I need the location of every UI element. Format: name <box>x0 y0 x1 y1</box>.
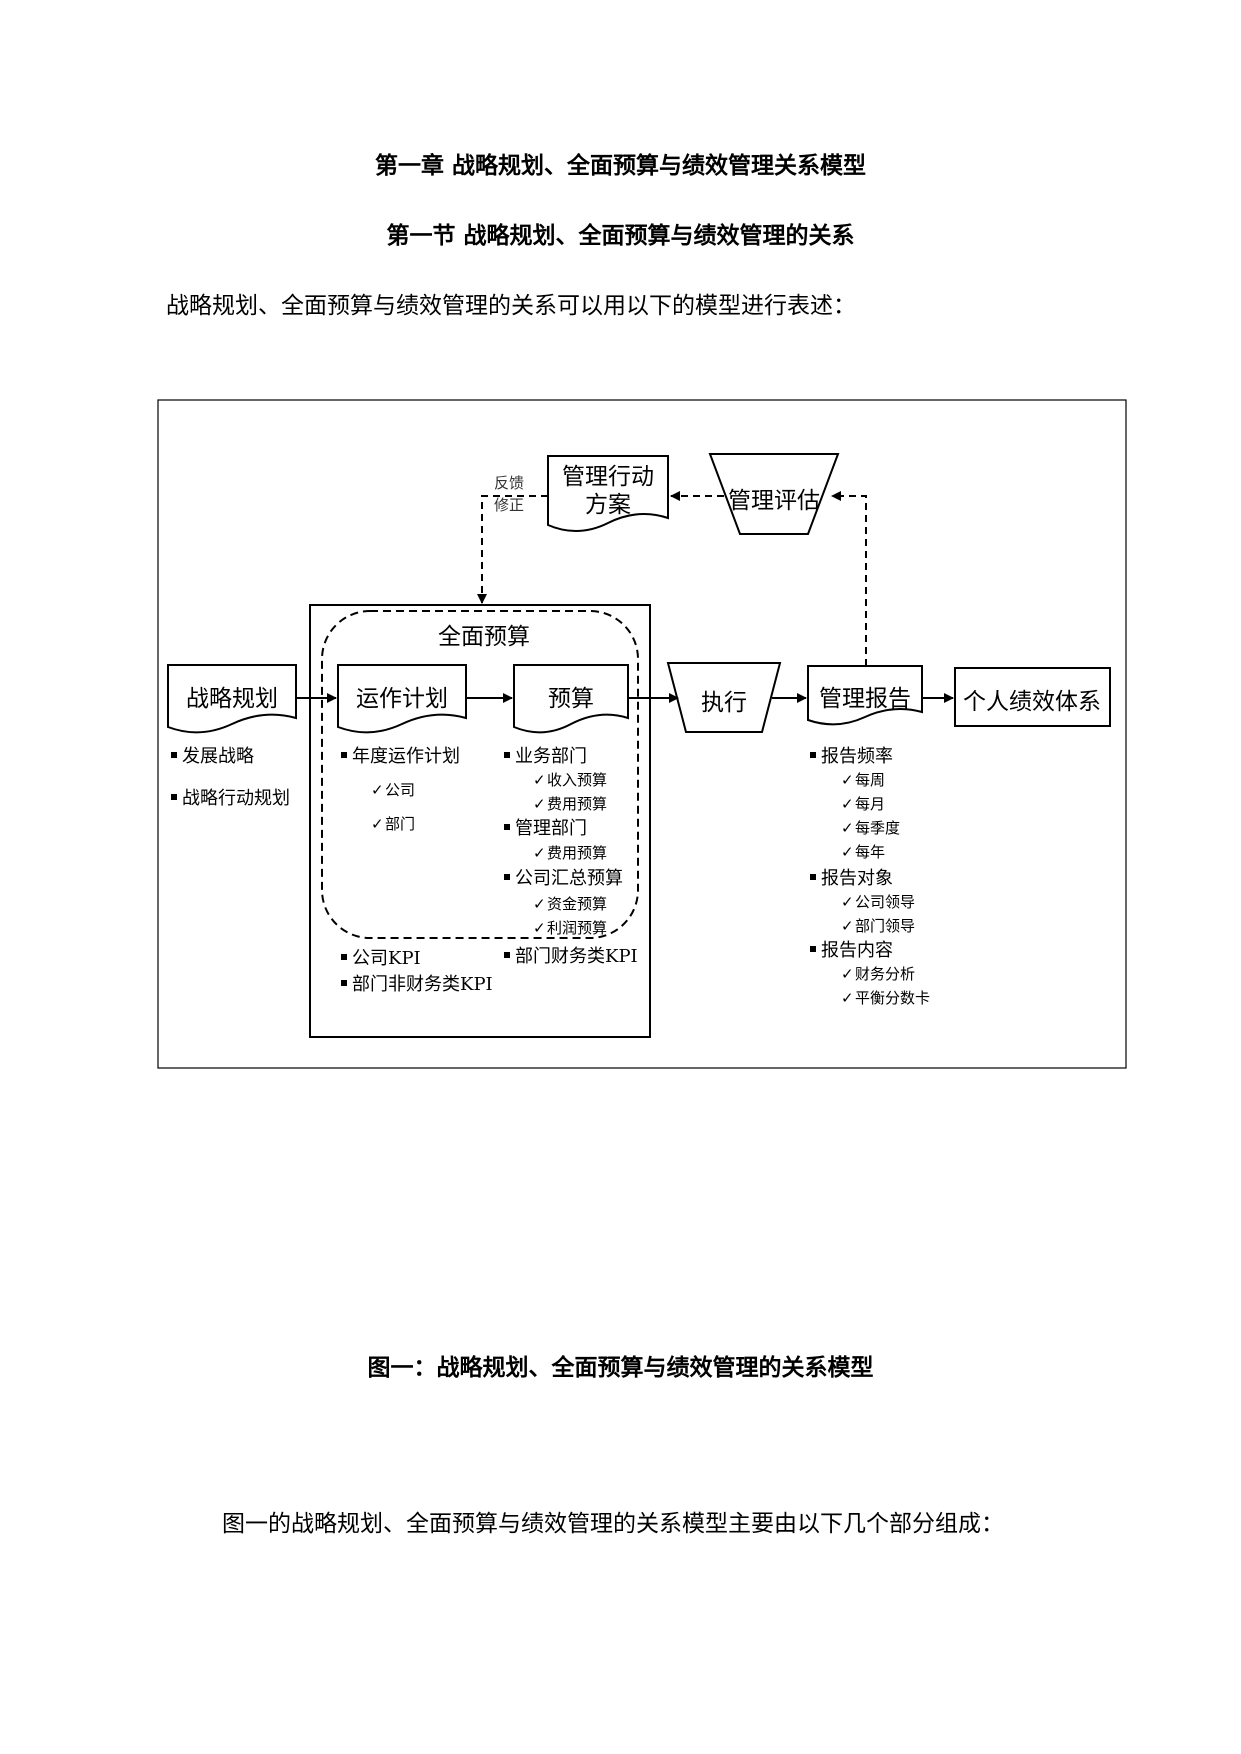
evaluation-shape <box>708 453 840 535</box>
strategy-shape <box>167 664 297 734</box>
check-icon: ✓ <box>371 815 384 833</box>
budget-item: 管理部门 <box>515 818 587 839</box>
bullet-icon <box>810 946 816 952</box>
section-title: 第一节 战略规划、全面预算与绩效管理的关系 <box>386 223 855 249</box>
strategy-item: 战略行动规划 <box>182 788 290 809</box>
check-icon: ✓ <box>841 917 854 935</box>
operation-plan-label: 运作计划 <box>356 686 448 712</box>
budget-container <box>309 604 651 1038</box>
feedback-line1: 反馈 <box>494 474 524 492</box>
report-sub-item: 公司领导 <box>855 893 915 911</box>
report-shape <box>807 665 923 726</box>
report-item: 报告对象 <box>821 868 893 889</box>
diagram-frame <box>157 399 1127 1069</box>
bullet-icon <box>810 752 816 758</box>
strategy-item: 发展战略 <box>182 746 254 767</box>
report-to-eval-arrow <box>831 491 867 666</box>
operation-item: 年度运作计划 <box>352 746 460 767</box>
check-icon: ✓ <box>371 781 384 799</box>
execute-label: 执行 <box>701 690 747 716</box>
report-sub-item: 平衡分数卡 <box>855 989 930 1007</box>
check-icon: ✓ <box>533 771 546 789</box>
report-label: 管理报告 <box>819 686 911 712</box>
report-sub-item: 每年 <box>855 843 885 861</box>
budget-total-label: 全面预算 <box>438 624 530 650</box>
feedback-line2: 修正 <box>494 496 524 514</box>
budget-shape <box>513 664 629 734</box>
budget-label: 预算 <box>548 686 594 712</box>
personal-performance-label: 个人绩效体系 <box>963 689 1101 715</box>
action-plan-line2: 方案 <box>585 492 631 518</box>
report-sub-item: 财务分析 <box>855 965 915 983</box>
budget-sub-item: 收入预算 <box>547 771 607 789</box>
operation-sub-item: 部门 <box>385 815 415 833</box>
action-plan-line1: 管理行动 <box>562 464 654 490</box>
budget-item: 公司汇总预算 <box>515 868 623 889</box>
report-sub-item: 每月 <box>855 795 885 813</box>
budget-sub-item: 费用预算 <box>547 844 607 862</box>
bullet-icon <box>504 824 510 830</box>
check-icon: ✓ <box>841 795 854 813</box>
budget-sub-item: 利润预算 <box>547 919 607 937</box>
kpi-item: 公司KPI <box>352 948 421 969</box>
kpi-item: 部门非财务类KPI <box>352 974 493 995</box>
check-icon: ✓ <box>533 844 546 862</box>
check-icon: ✓ <box>533 919 546 937</box>
check-icon: ✓ <box>533 895 546 913</box>
report-sub-item: 每季度 <box>855 819 900 837</box>
bullet-icon <box>810 874 816 880</box>
evaluation-label: 管理评估 <box>728 488 820 514</box>
check-icon: ✓ <box>841 893 854 911</box>
bullet-icon <box>504 952 510 958</box>
bullet-icon <box>341 980 347 986</box>
strategy-label: 战略规划 <box>186 686 278 712</box>
budget-sub-item: 资金预算 <box>547 895 607 913</box>
operation-plan-shape <box>337 664 467 734</box>
kpi-item: 部门财务类KPI <box>515 946 638 967</box>
budget-sub-item: 费用预算 <box>547 795 607 813</box>
report-sub-item: 每周 <box>855 771 885 789</box>
check-icon: ✓ <box>841 843 854 861</box>
bullet-icon <box>341 752 347 758</box>
check-icon: ✓ <box>841 989 854 1007</box>
budget-item: 业务部门 <box>515 746 587 767</box>
report-item: 报告内容 <box>821 940 893 961</box>
execute-shape <box>666 662 782 733</box>
check-icon: ✓ <box>841 771 854 789</box>
closing-paragraph: 图一的战略规划、全面预算与绩效管理的关系模型主要由以下几个部分组成： <box>222 1511 1004 1537</box>
intro-paragraph: 战略规划、全面预算与绩效管理的关系可以用以下的模型进行表述： <box>166 293 856 319</box>
budget-dashed-region <box>321 610 639 939</box>
figure-caption: 图一：战略规划、全面预算与绩效管理的关系模型 <box>367 1355 874 1381</box>
check-icon: ✓ <box>841 965 854 983</box>
bullet-icon <box>504 874 510 880</box>
operation-sub-item: 公司 <box>385 781 415 799</box>
report-item: 报告频率 <box>821 746 893 767</box>
bullet-icon <box>171 752 177 758</box>
action-to-budget-arrow <box>477 495 548 604</box>
bullet-icon <box>504 752 510 758</box>
action-plan-shape <box>547 455 669 533</box>
report-sub-item: 部门领导 <box>855 917 915 935</box>
bullet-icon <box>341 954 347 960</box>
personal-performance-box <box>954 667 1111 727</box>
check-icon: ✓ <box>841 819 854 837</box>
chapter-title: 第一章 战略规划、全面预算与绩效管理关系模型 <box>374 153 866 179</box>
bullet-icon <box>171 794 177 800</box>
check-icon: ✓ <box>533 795 546 813</box>
